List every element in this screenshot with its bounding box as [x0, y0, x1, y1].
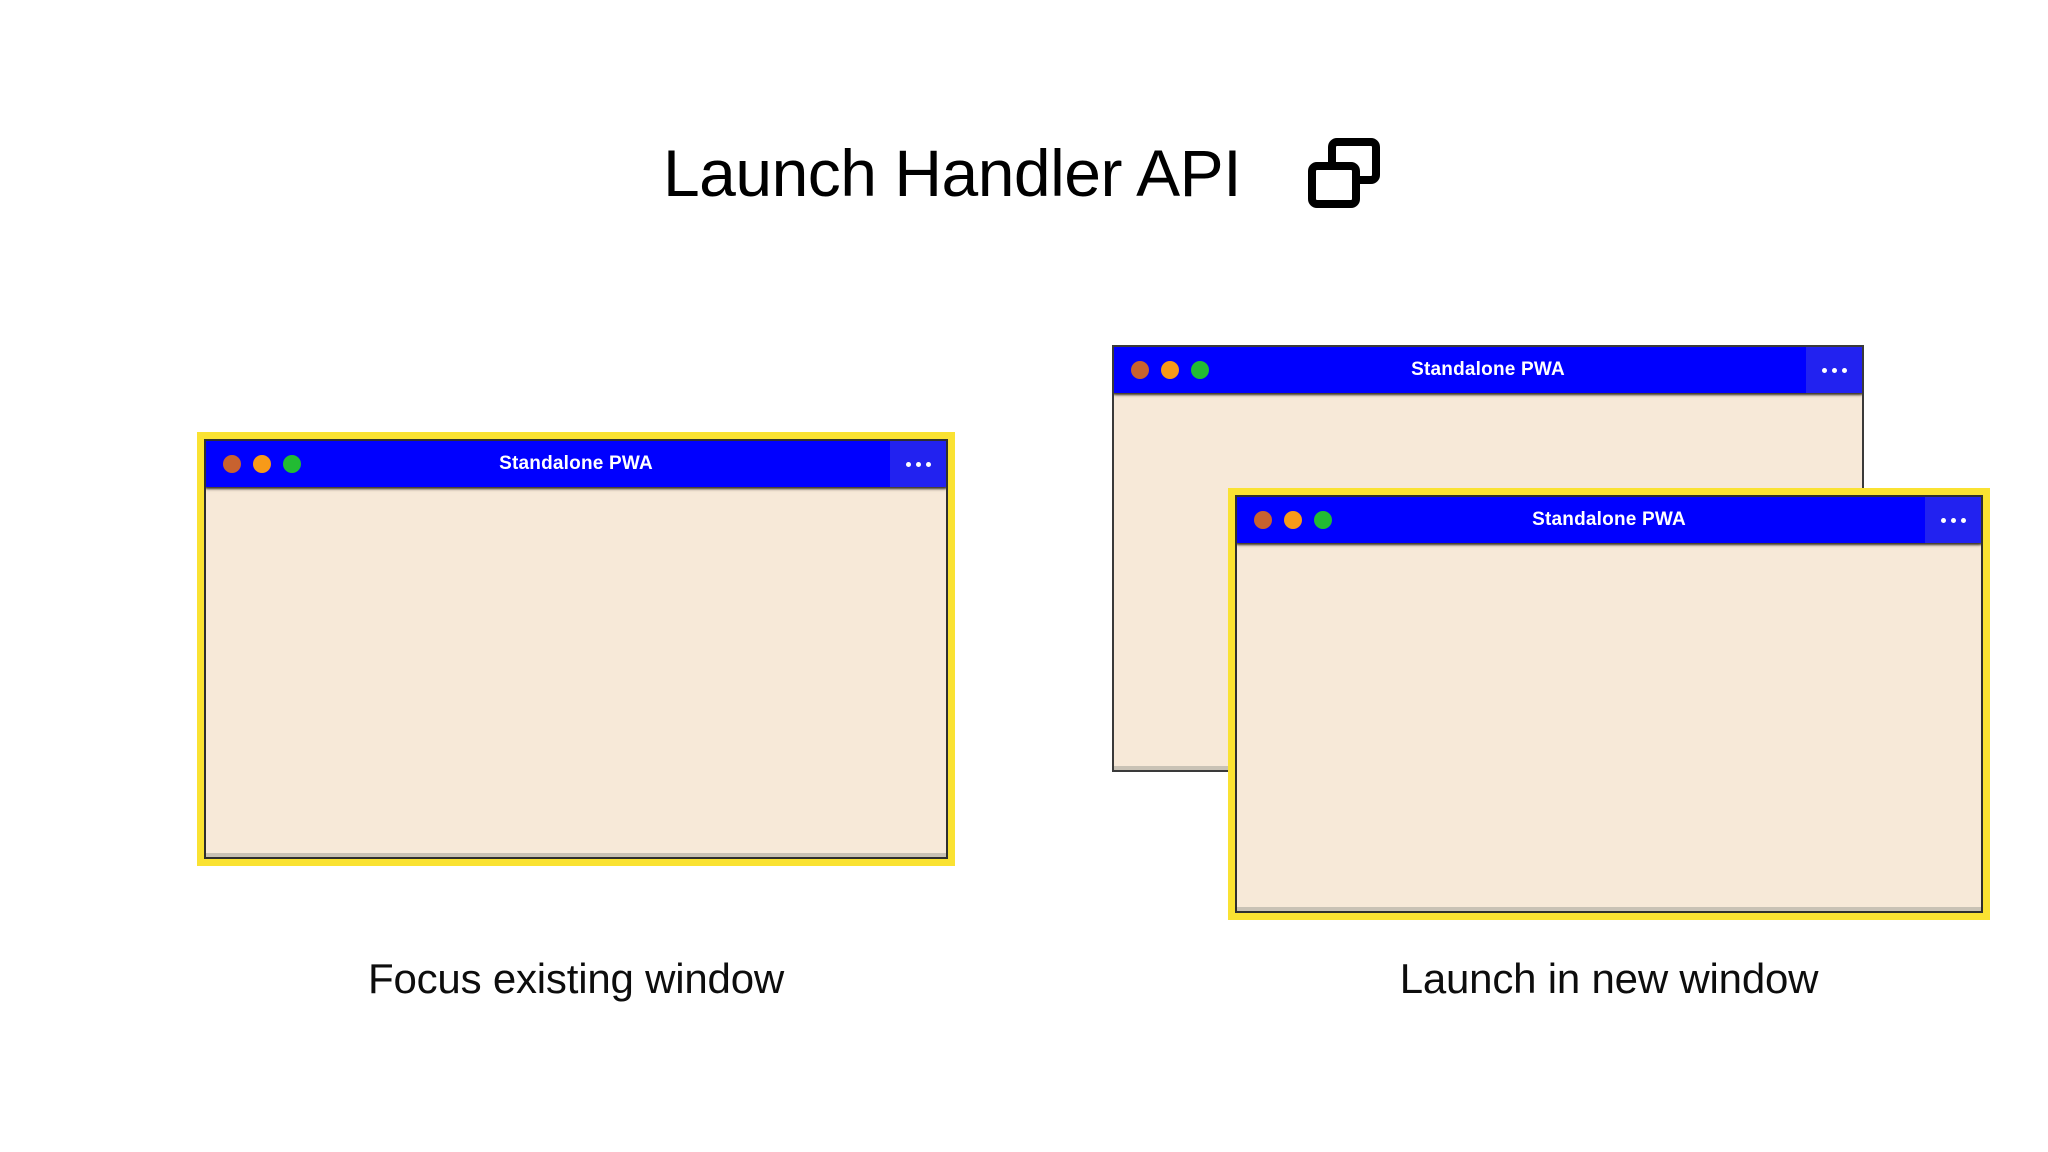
maximize-dot[interactable]	[283, 455, 301, 473]
window-content-area	[1237, 543, 1981, 911]
window-inner: Standalone PWA	[1235, 495, 1983, 913]
caption-focus-existing-window: Focus existing window	[368, 955, 784, 1002]
maximize-dot[interactable]	[1314, 511, 1332, 529]
window-title: Standalone PWA	[1411, 359, 1565, 380]
menu-dot	[1950, 517, 1956, 523]
minimize-dot[interactable]	[1161, 361, 1179, 379]
overflow-menu-icon[interactable]	[1806, 347, 1862, 393]
menu-dot	[915, 461, 921, 467]
menu-dot	[1821, 367, 1827, 373]
overflow-menu-icon[interactable]	[1925, 497, 1981, 543]
window-content-area	[206, 487, 946, 857]
caption-launch-in-new-window: Launch in new window	[1399, 955, 1819, 1002]
minimize-dot[interactable]	[1284, 511, 1302, 529]
traffic-lights	[1237, 511, 1332, 529]
close-dot[interactable]	[1131, 361, 1149, 379]
two-windows-icon	[1303, 132, 1385, 214]
overflow-menu-icon[interactable]	[890, 441, 946, 487]
menu-dot	[925, 461, 931, 467]
maximize-dot[interactable]	[1191, 361, 1209, 379]
menu-dot	[1841, 367, 1847, 373]
close-dot[interactable]	[1254, 511, 1272, 529]
close-dot[interactable]	[223, 455, 241, 473]
minimize-dot[interactable]	[253, 455, 271, 473]
window-inner: Standalone PWA	[204, 439, 948, 859]
menu-dot	[905, 461, 911, 467]
page-header: Launch Handler API	[0, 118, 2048, 228]
window-titlebar[interactable]: Standalone PWA	[1114, 347, 1862, 396]
window-titlebar[interactable]: Standalone PWA	[206, 441, 946, 490]
window-titlebar[interactable]: Standalone PWA	[1237, 497, 1981, 546]
menu-dot	[1831, 367, 1837, 373]
menu-dot	[1960, 517, 1966, 523]
traffic-lights	[206, 455, 301, 473]
menu-dot	[1940, 517, 1946, 523]
page-title: Launch Handler API	[662, 136, 1242, 210]
window-title: Standalone PWA	[499, 453, 653, 474]
traffic-lights	[1114, 361, 1209, 379]
window-title: Standalone PWA	[1532, 509, 1686, 530]
pwa-window-new-launch[interactable]: Standalone PWA	[1228, 488, 1990, 920]
pwa-window-focus-existing[interactable]: Standalone PWA	[197, 432, 955, 866]
